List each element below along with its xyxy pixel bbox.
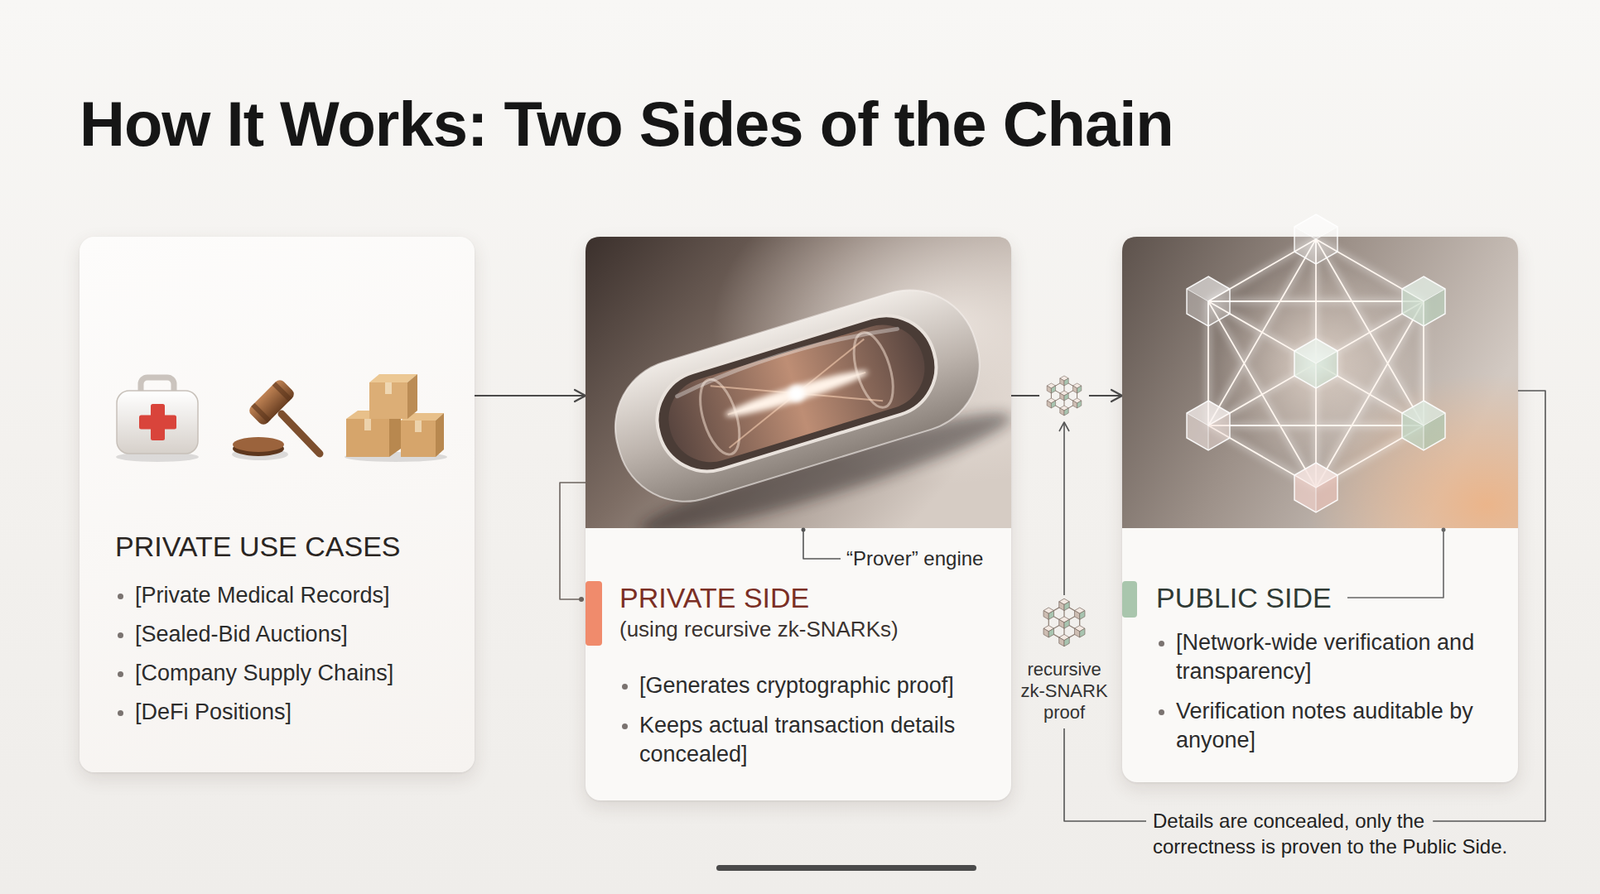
proof-icon-part bbox=[1046, 375, 1082, 416]
callout-label: recursive zk-SNARK proof bbox=[1014, 659, 1114, 724]
bracket-leader bbox=[559, 482, 586, 603]
network-illustration-part bbox=[1208, 239, 1424, 488]
annotation-note: Details are concealed, only the correctn… bbox=[1152, 808, 1518, 860]
proof-icon-part bbox=[1039, 371, 1090, 421]
gavel-icon bbox=[231, 377, 320, 461]
diagram-title: How It Works: Two Sides of the Chain bbox=[79, 87, 1174, 161]
leader-line bbox=[803, 530, 841, 560]
arrow-head bbox=[574, 390, 586, 402]
network-illustration-part bbox=[1402, 400, 1446, 451]
leader-line bbox=[1347, 531, 1444, 598]
network-illustration-part bbox=[1294, 214, 1338, 265]
gavel-icon-part bbox=[281, 414, 320, 454]
gavel-icon-part bbox=[246, 377, 296, 427]
proof-icon bbox=[1043, 598, 1085, 647]
network-illustration-part bbox=[1402, 276, 1446, 327]
prover-engine-illustration-part bbox=[710, 339, 883, 449]
network-illustration-part bbox=[1122, 236, 1519, 529]
up-arrow-part bbox=[1059, 422, 1070, 432]
network-illustration-part bbox=[1294, 462, 1338, 513]
prover-engine-illustration-part bbox=[585, 236, 1018, 552]
prover-engine-illustration-part bbox=[722, 364, 870, 423]
accent-bar bbox=[585, 581, 603, 646]
medical-kit-icon bbox=[115, 377, 199, 463]
proof-icon bbox=[1039, 371, 1090, 421]
callout-label: “Prover” engine bbox=[846, 546, 984, 572]
card-heading: PRIVATE USE CASES bbox=[115, 530, 455, 564]
bullet-item: [Private Medical Records] bbox=[115, 581, 455, 611]
network-illustration-part bbox=[1402, 400, 1446, 451]
boxes-icon-part bbox=[346, 419, 390, 458]
gavel-icon-part bbox=[232, 437, 285, 453]
prover-engine-illustration-part bbox=[801, 528, 806, 533]
medical-kit-icon-part bbox=[116, 390, 198, 454]
gavel-icon-part bbox=[246, 377, 296, 427]
prover-engine-illustration-part bbox=[598, 273, 998, 519]
boxes-icon-part bbox=[369, 382, 408, 420]
card-subtitle: (using recursive zk-SNARKs) bbox=[619, 616, 990, 643]
network-illustration-part bbox=[1186, 276, 1230, 327]
prover-engine-illustration-part bbox=[785, 383, 807, 405]
bullet-item: Keeps actual transaction details conceal… bbox=[619, 711, 990, 770]
gavel-icon-part bbox=[272, 381, 293, 402]
bracket-leader-part bbox=[578, 597, 584, 603]
connector-line bbox=[474, 395, 585, 397]
network-illustration-part bbox=[1208, 239, 1424, 488]
proof-icon-part bbox=[1043, 598, 1085, 647]
network-illustration-part bbox=[1402, 276, 1446, 327]
bullet-item: [Network-wide verification and transpare… bbox=[1156, 628, 1495, 687]
boxes-icon bbox=[344, 374, 448, 463]
network-illustration-part bbox=[1186, 400, 1230, 451]
boxes-icon-part bbox=[385, 382, 392, 395]
network-illustration-part bbox=[1208, 239, 1424, 488]
bullet-item: Verification notes auditable by anyone] bbox=[1156, 697, 1495, 756]
home-indicator bbox=[716, 865, 977, 872]
network-illustration-part bbox=[1122, 236, 1519, 529]
card-heading: PRIVATE SIDE bbox=[619, 581, 990, 615]
prover-engine-illustration-part bbox=[658, 314, 935, 473]
boxes-icon-part bbox=[407, 374, 418, 420]
network-illustration-part bbox=[1294, 338, 1338, 389]
use-case-icons bbox=[79, 236, 475, 486]
boxes-icon-part bbox=[435, 413, 444, 458]
connector-arrow bbox=[474, 390, 586, 402]
bullet-item: [Generates cryptographic proof] bbox=[619, 671, 990, 701]
card-panel: PUBLIC SIDE [Network-wide verification an… bbox=[1122, 236, 1519, 783]
network-illustration-part bbox=[1294, 338, 1338, 389]
up-arrow bbox=[1059, 422, 1070, 596]
boxes-icon-part bbox=[364, 419, 372, 431]
arrow-head bbox=[1111, 390, 1123, 402]
card-heading: PUBLIC SIDE bbox=[1156, 581, 1495, 615]
prover-engine-illustration-part bbox=[598, 273, 998, 519]
boxes-icon-part bbox=[400, 420, 436, 458]
medical-kit-icon-part bbox=[139, 415, 177, 430]
prover-engine-illustration-part bbox=[674, 320, 897, 397]
accent-bar bbox=[1122, 581, 1138, 618]
bullet-item: [DeFi Positions] bbox=[115, 698, 455, 728]
prover-engine-illustration-part bbox=[645, 303, 950, 484]
bullet-item: [Sealed-Bid Auctions] bbox=[115, 620, 455, 650]
card-panel: PRIVATE USE CASES [Private Medical Record… bbox=[79, 236, 475, 773]
network-illustration-part bbox=[1294, 462, 1338, 513]
network-illustration-part bbox=[1441, 528, 1446, 533]
gavel-icon-part bbox=[250, 403, 271, 424]
network-illustration-part bbox=[1122, 236, 1519, 529]
network-illustration-part bbox=[1186, 400, 1230, 451]
bullet-item: [Company Supply Chains] bbox=[115, 659, 455, 689]
up-arrow-part bbox=[1063, 424, 1066, 596]
card-panel: PRIVATE SIDE(using recursive zk-SNARKs) [… bbox=[585, 236, 1012, 801]
boxes-icon-part bbox=[414, 420, 422, 433]
bracket-leader-part bbox=[559, 482, 586, 600]
prover-engine-illustration-part bbox=[594, 269, 1018, 552]
